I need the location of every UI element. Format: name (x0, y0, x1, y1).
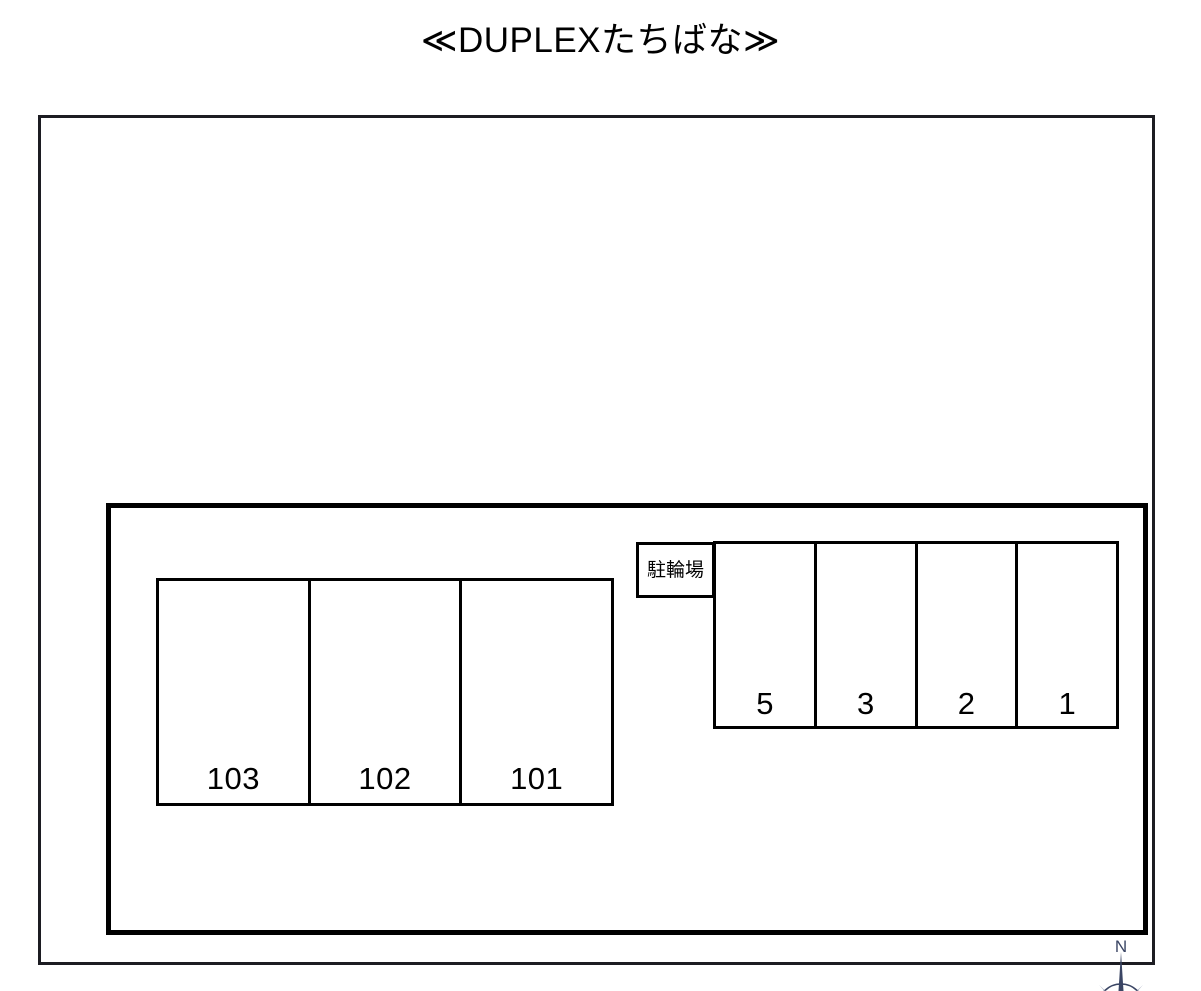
unit-label-103: 103 (206, 761, 260, 796)
parking-stall-label-3: 3 (857, 686, 875, 721)
parking-stall-5[interactable]: 5 (716, 544, 814, 726)
residential-building-block: 103 102 101 (156, 578, 614, 806)
parking-stall-label-2: 2 (957, 686, 975, 721)
compass-north-label: N (1114, 937, 1128, 956)
parking-stall-label-5: 5 (756, 686, 774, 721)
site-frame: 103 102 101 駐輪場 5 3 2 1 (38, 115, 1155, 991)
unit-101[interactable]: 101 (459, 581, 612, 803)
property-boundary (106, 503, 1148, 935)
parking-stall-2[interactable]: 2 (914, 544, 1016, 726)
parking-stall-3[interactable]: 3 (813, 544, 915, 726)
bicycle-parking-label: 駐輪場 (646, 558, 704, 581)
compass-rose: N (1085, 938, 1157, 991)
unit-label-102: 102 (358, 761, 412, 796)
parking-stall-label-1: 1 (1058, 686, 1076, 721)
unit-103[interactable]: 103 (159, 581, 308, 803)
bicycle-parking-area[interactable]: 駐輪場 (636, 542, 715, 598)
unit-label-101: 101 (510, 761, 564, 796)
unit-102[interactable]: 102 (307, 581, 460, 803)
car-parking-block: 5 3 2 1 (713, 541, 1119, 729)
parking-stall-1[interactable]: 1 (1015, 544, 1116, 726)
compass-icon (1099, 952, 1143, 991)
page-title: ≪DUPLEXたちばな≫ (420, 21, 781, 60)
